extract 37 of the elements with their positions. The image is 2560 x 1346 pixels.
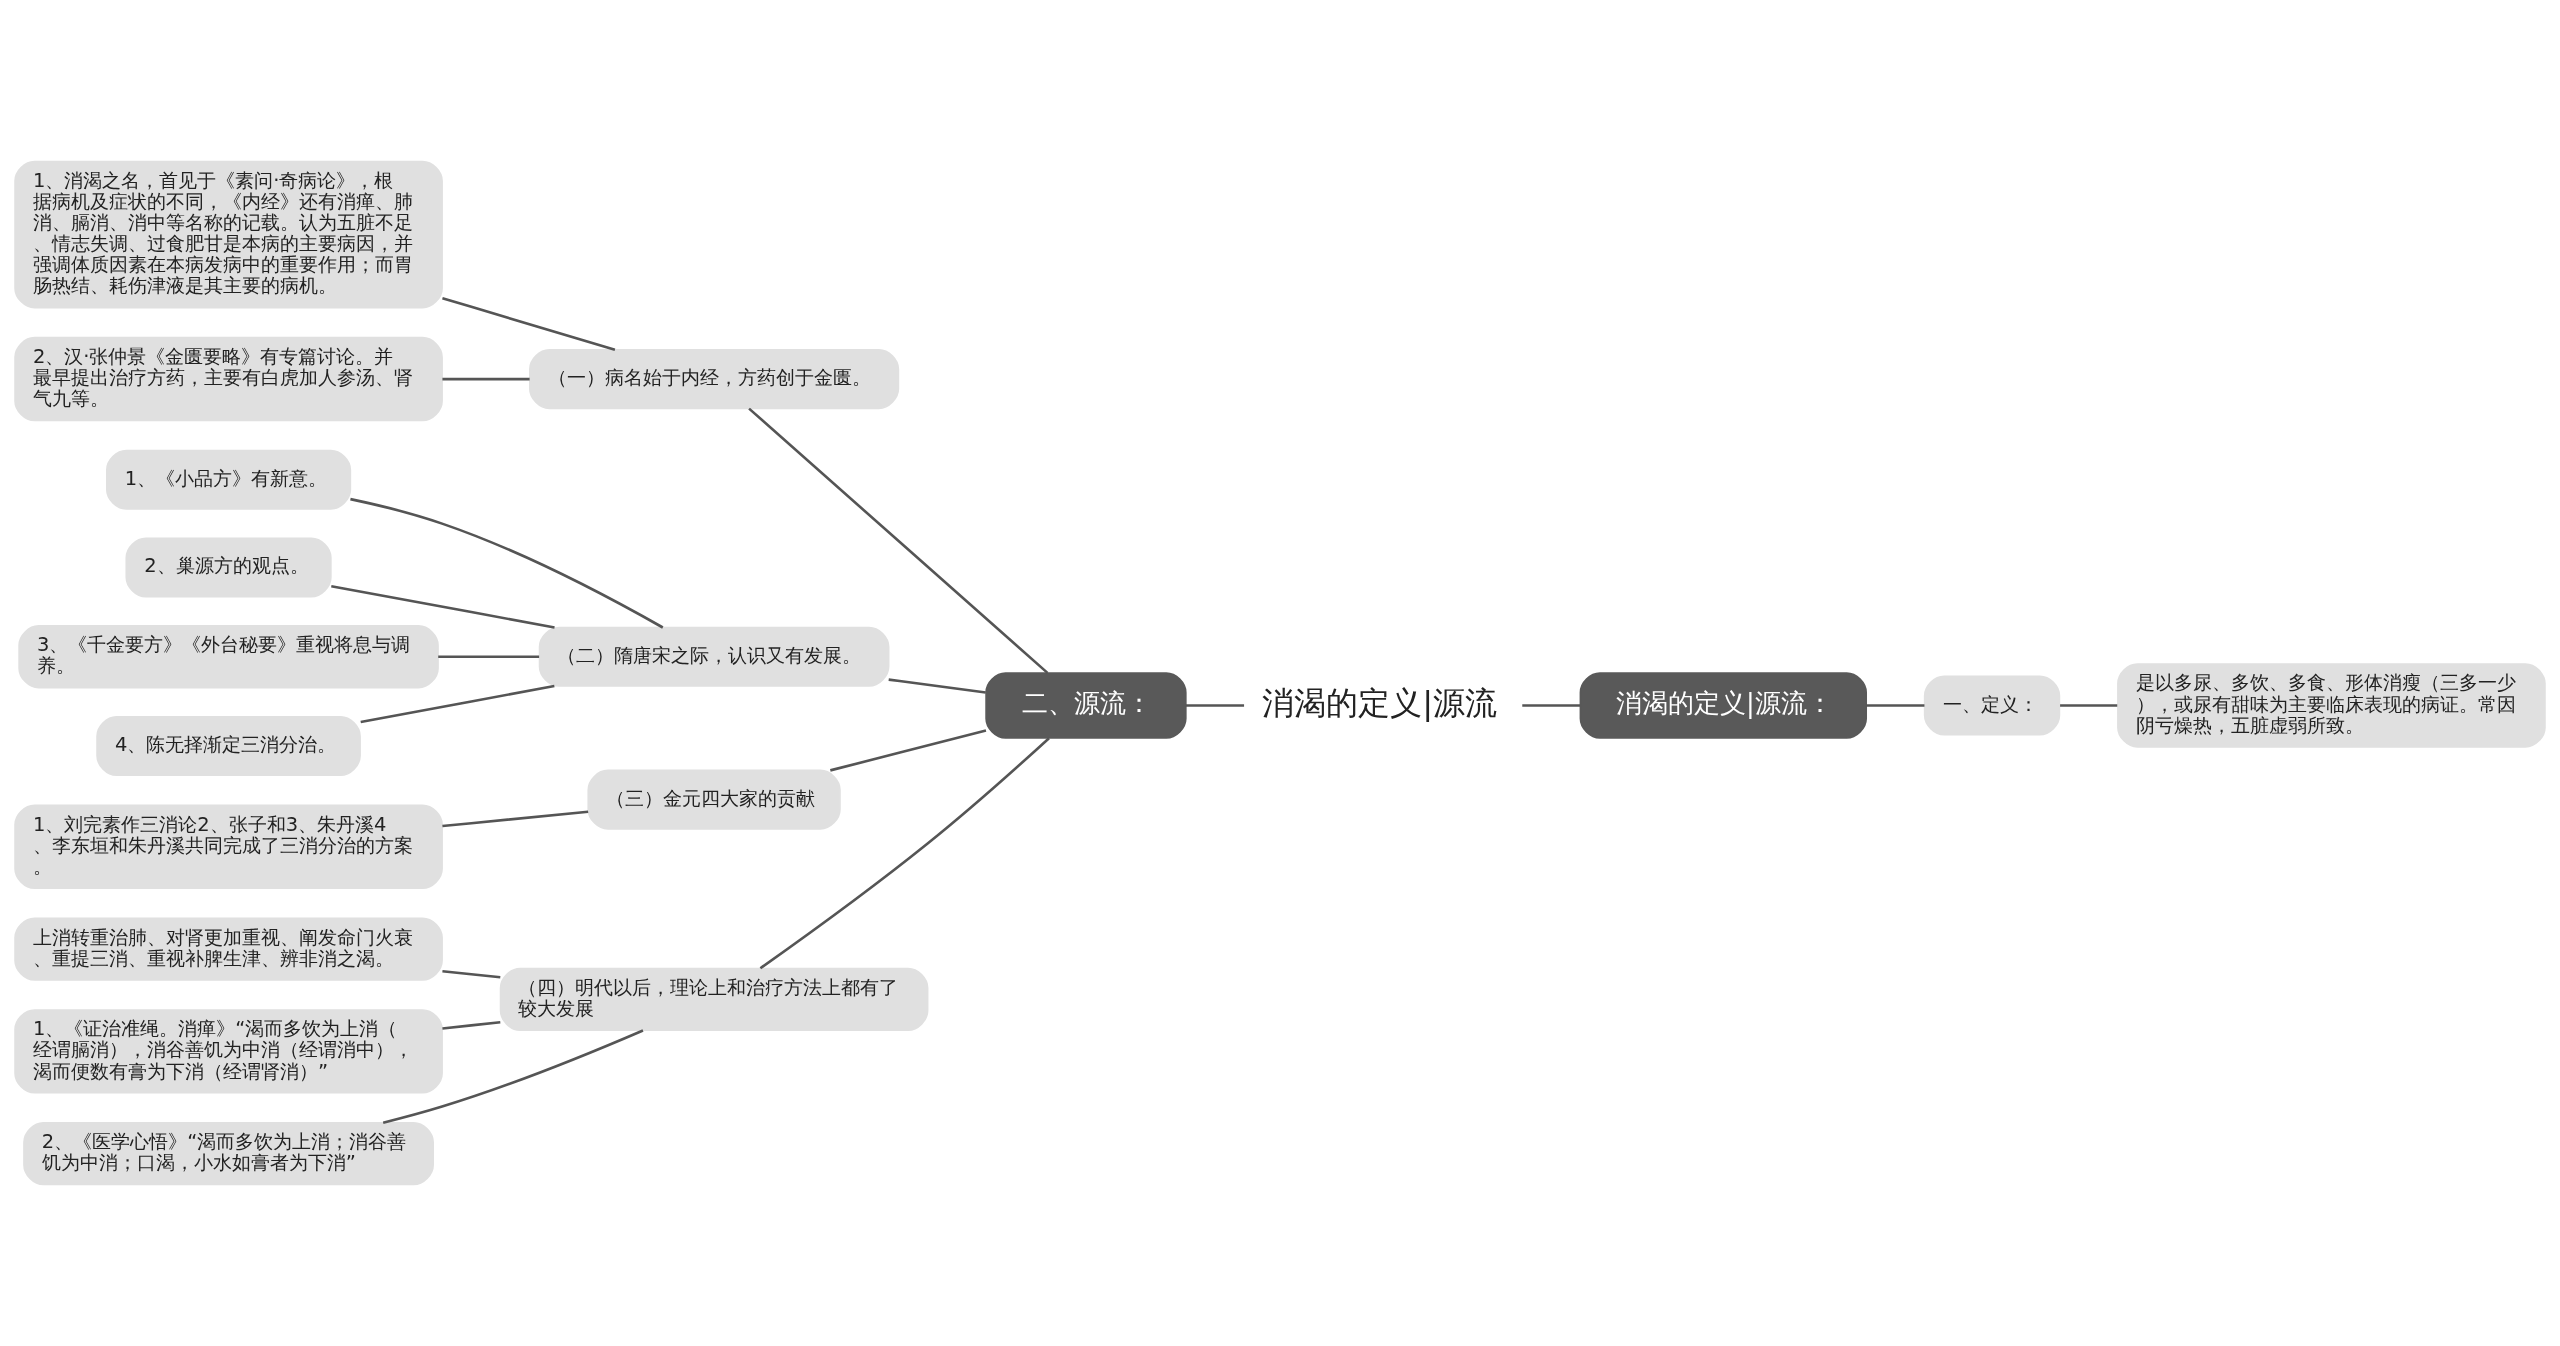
node-box: 2、汉·张仲景《金匮要略》有专篇讨论。并最早提出治疗方药，主要有白虎加人参汤、肾气九等。 xyxy=(14,336,443,422)
connector xyxy=(442,1020,501,1030)
node-box: （四）明代以后，理论上和治疗方法上都有了较大发展 xyxy=(499,967,929,1032)
connector xyxy=(442,810,589,828)
node-box: （一）病名始于内经，方药创于金匮。 xyxy=(529,349,900,410)
node-box: （三）金元四大家的贡献 xyxy=(587,769,841,830)
node-box: 1、消渴之名，首见于《素问·奇病论》，根据病机及症状的不同，《内经》还有消瘅、肺消、膈消、消中等名称的记载。认为五脏不足、情志失调、过食肥甘是本病的主要病因，并强调体质因素在本病发病中的重要作用；而胃肠热结、耗伤津液是其主要的病机。 xyxy=(14,160,443,309)
connector xyxy=(350,497,664,629)
node-box: 2、巢源方的观点。 xyxy=(125,537,332,598)
connector xyxy=(442,377,530,381)
connector xyxy=(888,678,986,694)
connector xyxy=(759,737,1050,970)
node-box: （二）隋唐宋之际，认识又有发展。 xyxy=(538,626,890,687)
connector xyxy=(331,584,555,629)
connector xyxy=(1866,704,1925,707)
connector xyxy=(360,684,555,724)
node-box: 二、源流： xyxy=(985,672,1187,739)
node-box: 1、《证治准绳。消瘅》“渴而多饮为上消（经谓膈消），消谷善饥为中消（经谓消中），渴而便数有膏为下消（经谓肾消）” xyxy=(14,1009,443,1094)
connector xyxy=(438,655,540,659)
connector xyxy=(830,729,987,772)
node-box: 3、《千金要方》《外台秘要》重视将息与调养。 xyxy=(18,625,439,689)
node-box: 2、《医学心悟》“渴而多饮为上消；消谷善饥为中消；口渴，小水如膏者为下消” xyxy=(23,1122,434,1186)
node-box: 消渴的定义|源流： xyxy=(1579,672,1867,739)
node-box: 1、刘完素作三消论2、张子和3、朱丹溪4、李东垣和朱丹溪共同完成了三消分治的方案。 xyxy=(14,804,443,889)
connector xyxy=(382,1029,644,1124)
connector xyxy=(1522,704,1581,707)
connector xyxy=(442,296,616,352)
connector xyxy=(1185,704,1245,707)
node-box: 一、定义： xyxy=(1923,675,2061,736)
connector xyxy=(442,969,501,979)
node-box: 是以多尿、多饮、多食、形体消瘦（三多一少），或尿有甜味为主要临床表现的病证。常因阴亏燥热，五脏虚弱所致。 xyxy=(2117,663,2546,748)
connector xyxy=(2060,704,2118,707)
connector xyxy=(748,407,1049,674)
node-box: 1、《小品方》有新意。 xyxy=(106,449,352,510)
node-text: 消渴的定义|源流 xyxy=(1262,683,1498,722)
node-box: 4、陈无择渐定三消分治。 xyxy=(96,716,361,777)
node-box: 上消转重治肺、对肾更加重视、阐发命门火衰、重提三消、重视补脾生津、辨非消之渴。 xyxy=(14,917,443,981)
